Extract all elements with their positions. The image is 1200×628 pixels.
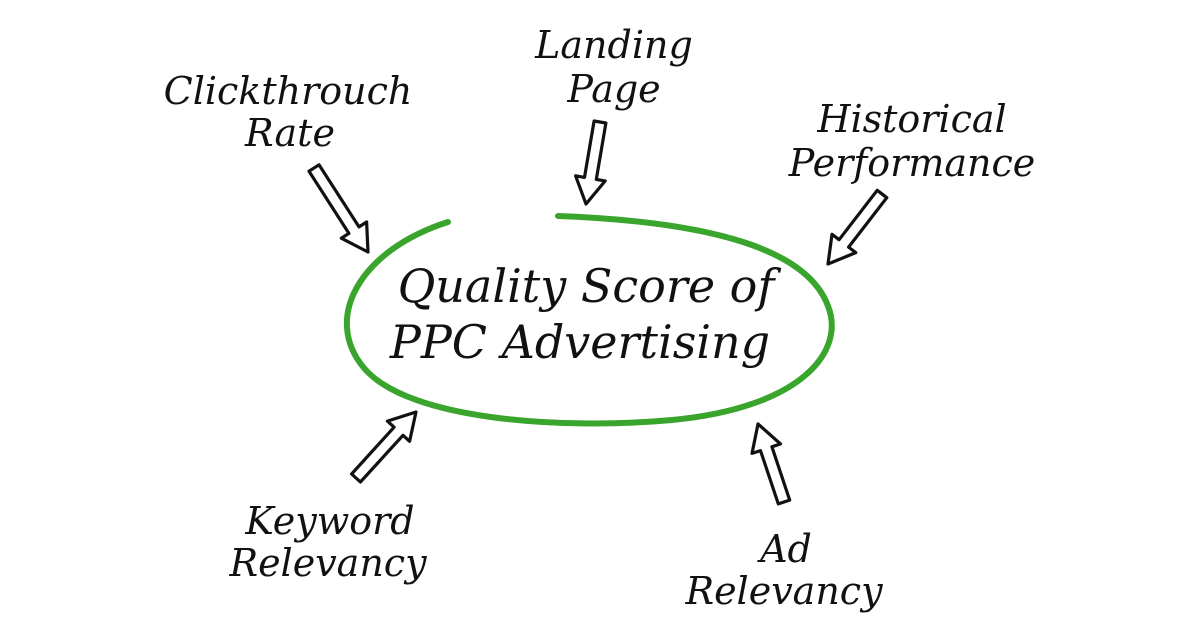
arrow-historical [826,188,889,266]
center-ellipse [344,213,835,427]
arrow-clickthrough [307,163,370,254]
factor-keyword-line2: Relevancy [228,541,427,585]
factor-clickthrough-line2: Rate [244,111,335,155]
arrow-keyword [350,410,418,484]
factor-historical-line2: Performance [788,141,1036,185]
arrow-ad [750,422,792,506]
center-title-line2: PPC Advertising [389,315,770,369]
factor-landing-line2: Page [566,67,660,111]
factor-keyword-line1: Keyword [244,499,414,543]
factor-ad-line2: Relevancy [684,569,883,613]
factor-ad-line1: Ad [757,527,812,571]
factor-clickthrough-line1: Clickthrouch [164,69,413,113]
factor-landing-line1: Landing [534,23,693,67]
arrow-landing [574,119,608,206]
factor-historical-line1: Historical [816,97,1006,141]
center-title-line1: Quality Score of [398,259,782,313]
